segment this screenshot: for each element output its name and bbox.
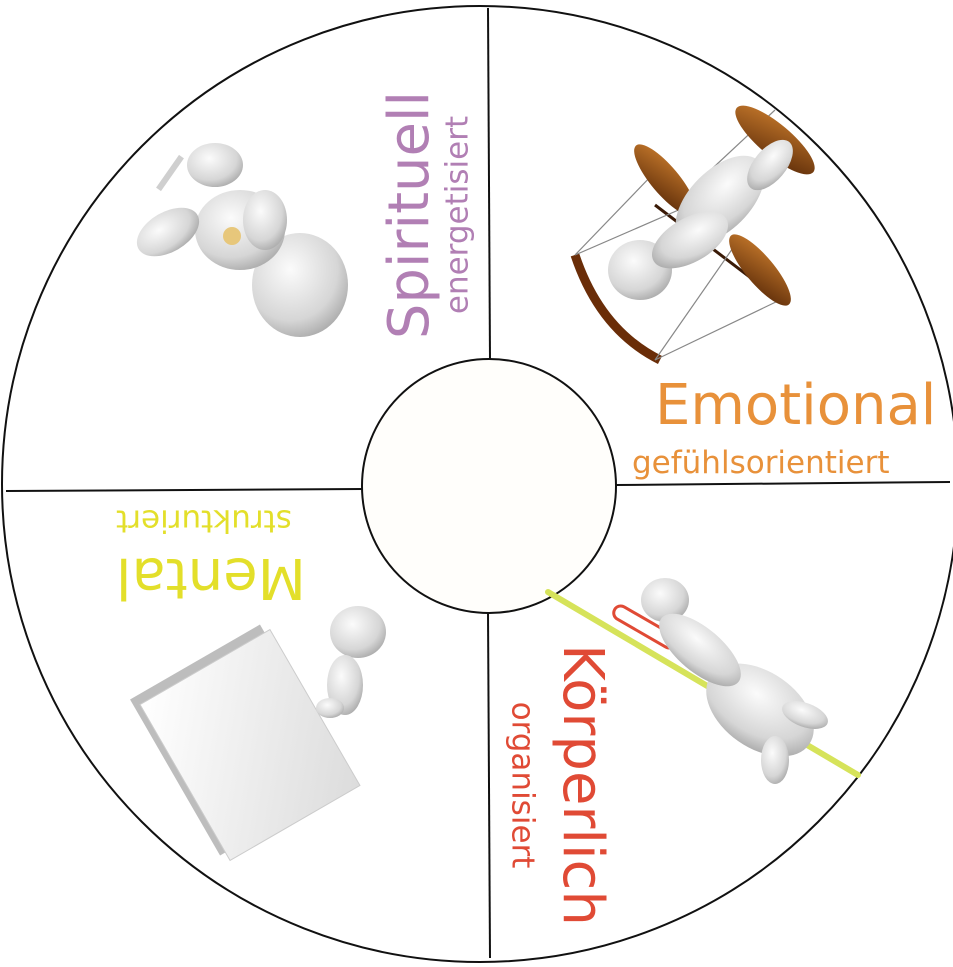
physical-subtitle: organisiert (507, 702, 538, 869)
emotional-title: Emotional (655, 378, 936, 434)
spiritual-subtitle: energetisiert (443, 116, 474, 314)
physical-title: Körperlich (554, 644, 610, 926)
mental-title: Mental (116, 549, 306, 605)
spiritual-title: Spirituell (382, 91, 438, 339)
center-circle (362, 359, 616, 613)
mental-subtitle: strukturiert (116, 505, 292, 536)
emotional-subtitle: gefühlsorientiert (632, 448, 890, 479)
